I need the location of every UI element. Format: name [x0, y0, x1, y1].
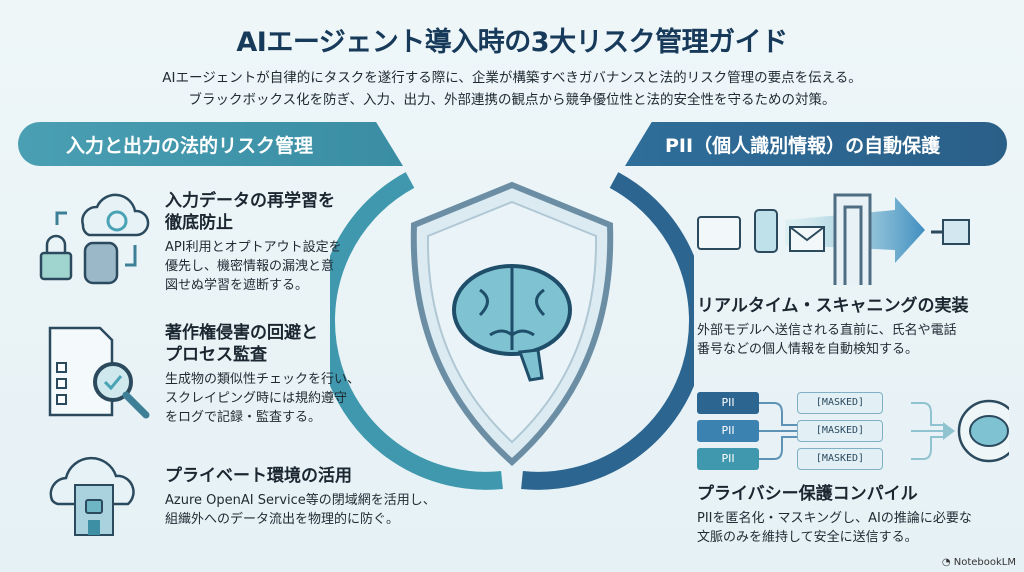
cloud-database-lock-icon [39, 193, 150, 285]
masked-tag: [MASKED] [797, 420, 883, 442]
id-card-icon [697, 216, 741, 250]
item-title: プライベート環境の活用 [165, 466, 352, 486]
item-title: 徹底防止 [165, 213, 233, 233]
brain-icon [452, 264, 572, 382]
item-body: 文脈のみを維持して安全に送信する。 [697, 530, 918, 545]
item-title: プロセス監査 [165, 345, 267, 365]
item-body: 優先し、機密情報の漏洩と意 [165, 259, 335, 274]
masked-tag: [MASKED] [797, 448, 883, 470]
left-ring-arc [330, 172, 503, 490]
masked-tag: [MASKED] [797, 392, 883, 414]
realtime-scanning-illustration [697, 193, 970, 285]
flow-arrows [759, 399, 1009, 463]
item-body: PIIを匿名化・マスキングし、AIの推論に必要な [697, 511, 972, 526]
pii-tag: PII [697, 392, 759, 414]
item-body: 生成物の類似性チェックを行い、 [165, 372, 361, 387]
document-audit-magnifier-icon [48, 326, 150, 419]
subtitle-line-2: ブラックボックス化を防ぎ、入力、出力、外部連携の観点から競争優位性と法的安全性を… [188, 92, 836, 108]
scanner-gate-icon [833, 193, 872, 285]
notebooklm-watermark: ◔ NotebookLM [942, 557, 1016, 568]
right-item-realtime-scanning: リアルタイム・スキャニングの実装 外部モデルへ送信される直前に、氏名や電話番号な… [697, 295, 969, 359]
item-body: をログで記録・監査する。 [165, 410, 322, 425]
item-body: スクレイピング時には規約遵守 [165, 391, 348, 406]
left-item-private-environment: プライベート環境の活用 Azure OpenAI Service等の閉域網を活用… [165, 465, 436, 529]
plug-icon [942, 219, 970, 245]
item-title: 入力データの再学習を [165, 191, 335, 211]
right-ring-arc [521, 172, 694, 490]
item-body: 番号などの個人情報を自動検知する。 [697, 342, 919, 357]
private-cloud-building-icon [49, 456, 135, 536]
phone-icon [754, 209, 778, 253]
item-body: API利用とオプトアウト設定を [165, 240, 342, 255]
notebooklm-logo-icon: ◔ [941, 557, 954, 568]
pii-tag: PII [697, 448, 759, 470]
left-section-banner: 入力と出力の法的リスク管理 [18, 122, 403, 166]
shield-brain-emblem [330, 172, 694, 490]
item-body: Azure OpenAI Service等の閉域網を活用し、 [165, 493, 436, 508]
item-body: 図せぬ学習を遮断する。 [165, 278, 309, 293]
brand-label: NotebookLM [953, 557, 1016, 568]
item-body: 組織外へのデータ流出を物理的に防ぐ。 [165, 512, 400, 527]
item-body: 外部モデルへ送信される直前に、氏名や電話 [697, 323, 957, 338]
subtitle-line-1: AIエージェントが自律的にタスクを遂行する際に、企業が構築すべきガバナンスと法的… [162, 70, 862, 86]
page-title: AIエージェント導入時の3大リスク管理ガイド [236, 27, 788, 58]
item-title: リアルタイム・スキャニングの実装 [697, 296, 969, 316]
item-title: プライバシー保護コンパイル [697, 484, 918, 504]
right-item-privacy-compile: プライバシー保護コンパイル PIIを匿名化・マスキングし、AIの推論に必要な文脈… [697, 483, 972, 547]
left-item-copyright-audit: 著作権侵害の回避と プロセス監査 生成物の類似性チェックを行い、スクレイピング時… [165, 322, 360, 427]
pii-tag: PII [697, 420, 759, 442]
right-section-banner: PII（個人識別情報）の自動保護 [625, 122, 1007, 166]
left-item-retraining-prevention: 入力データの再学習を 徹底防止 API利用とオプトアウト設定を優先し、機密情報の… [165, 190, 342, 295]
item-title: 著作権侵害の回避と [165, 323, 318, 343]
